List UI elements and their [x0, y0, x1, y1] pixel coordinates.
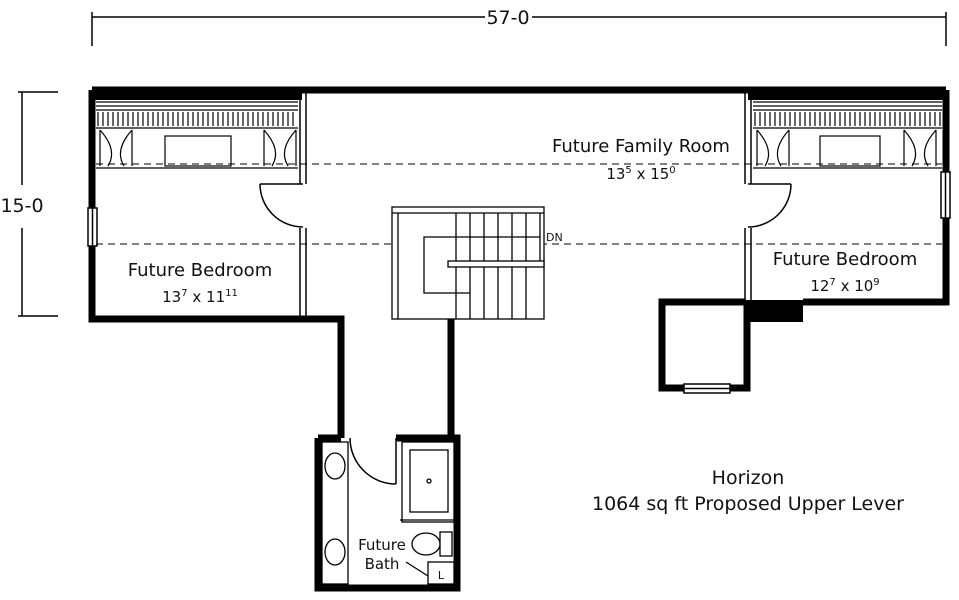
linen-label: L: [438, 569, 445, 582]
depth-dimension-line: [18, 91, 58, 317]
family-room-size: 135 x 150: [606, 165, 675, 183]
plan-title: Horizon: [712, 467, 785, 489]
stair-direction-label: DN: [546, 231, 563, 244]
left-closet: [96, 101, 298, 169]
right-bedroom-door: [747, 183, 792, 228]
left-bedroom-size: 137 x 1111: [162, 288, 238, 306]
bath-door: [349, 437, 397, 485]
left-bedroom-name: Future Bedroom: [128, 260, 272, 281]
right-eave-fill: [748, 90, 946, 100]
family-room-name: Future Family Room: [552, 136, 730, 157]
right-closet: [753, 101, 942, 169]
bumpout-window: [683, 383, 731, 394]
left-bedroom-door: [259, 183, 304, 228]
overall-depth-label: 15-0: [0, 195, 43, 217]
staircase: [391, 206, 545, 320]
right-window: [940, 171, 951, 219]
right-bedroom-name: Future Bedroom: [773, 249, 917, 270]
bath-name-line2: Bath: [365, 555, 400, 573]
chimney-block: [745, 300, 803, 322]
plan-description: 1064 sq ft Proposed Upper Lever: [592, 493, 904, 515]
overall-width-label: 57-0: [486, 7, 529, 29]
left-eave-fill: [92, 90, 302, 100]
right-bedroom-size: 127 x 109: [810, 277, 879, 295]
interior-walls: [299, 92, 752, 318]
bath-name-line1: Future: [358, 536, 406, 554]
linen-cabinet: [405, 561, 455, 585]
bathtub: [400, 441, 456, 523]
width-dimension-line: [91, 12, 947, 46]
toilet: [411, 531, 453, 557]
vanity-counter: [321, 441, 349, 585]
left-window: [87, 207, 98, 247]
